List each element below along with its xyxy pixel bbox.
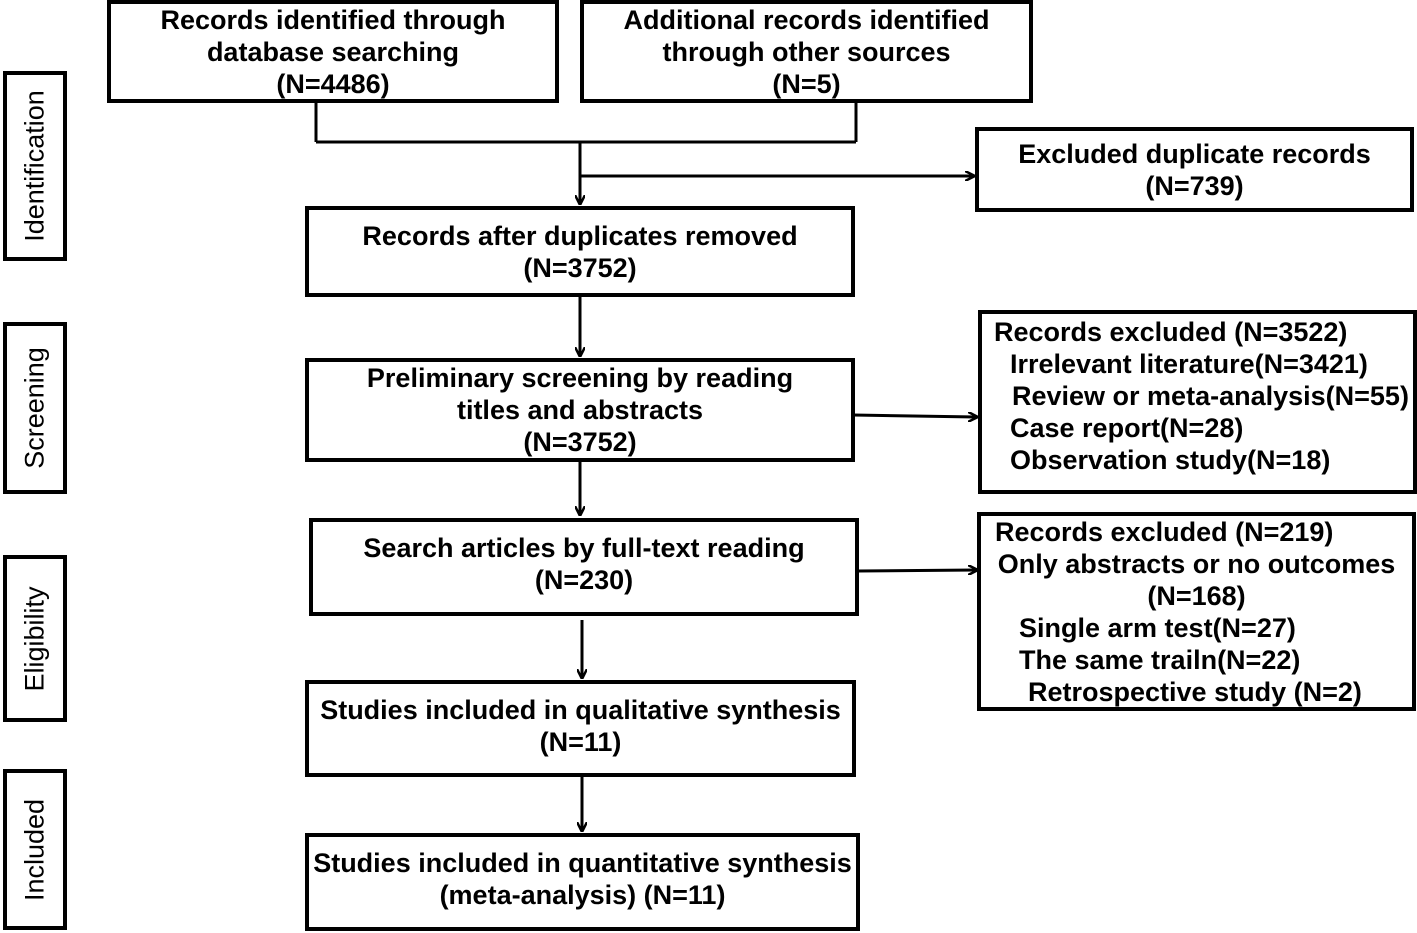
line: Records excluded (N=219) — [995, 517, 1334, 547]
line: Studies included in qualitative synthesi… — [320, 695, 841, 725]
line: Review or meta-analysis(N=55) — [1012, 381, 1409, 411]
line: Excluded duplicate records — [1018, 138, 1371, 169]
line: Search articles by full-text reading — [363, 533, 805, 563]
line: (N=11) — [539, 727, 622, 757]
line: database searching — [206, 37, 460, 67]
line: Observation study(N=18) — [1010, 445, 1331, 475]
stage-included: Included — [3, 769, 67, 930]
line: (N=739) — [1145, 170, 1244, 201]
line: Preliminary screening by reading — [366, 363, 794, 393]
box-eligibility-excluded: Records excluded (N=219) Only abstracts … — [977, 512, 1416, 711]
arrow-to-eligibility-excluded — [857, 570, 976, 571]
line: (N=168) — [1147, 581, 1246, 611]
box-qualitative-synthesis: Studies included in qualitative synthesi… — [305, 680, 856, 777]
line: (N=230) — [534, 565, 634, 595]
box-after-duplicates: Records after duplicates removed (N=3752… — [305, 206, 855, 297]
line: (N=3752) — [523, 253, 637, 283]
line: Records after duplicates removed — [362, 221, 798, 251]
box-other-sources: Additional records identified through ot… — [580, 0, 1033, 103]
line: (N=5) — [772, 69, 841, 99]
box-database-search: Records identified through database sear… — [107, 0, 559, 103]
line: titles and abstracts — [456, 395, 704, 425]
line: through other sources — [662, 37, 951, 67]
box-preliminary-screening: Preliminary screening by reading titles … — [305, 358, 855, 462]
line: Only abstracts or no outcomes — [997, 549, 1396, 579]
stage-screening: Screening — [3, 322, 67, 494]
line: Single arm test(N=27) — [1019, 613, 1296, 643]
box-screening-excluded: Records excluded (N=3522) Irrelevant lit… — [978, 310, 1417, 494]
line: (meta-analysis) (N=11) — [439, 880, 726, 910]
arrow-to-screening-excluded — [852, 415, 976, 417]
stage-eligibility: Eligibility — [3, 555, 67, 722]
line: Records identified through — [160, 5, 506, 35]
line: Retrospective study (N=2) — [1028, 677, 1362, 707]
line: The same trailn(N=22) — [1019, 645, 1301, 675]
line: Studies included in quantitative synthes… — [313, 848, 852, 878]
box-quantitative-synthesis: Studies included in quantitative synthes… — [305, 833, 860, 931]
line: Irrelevant literature(N=3421) — [1010, 349, 1368, 379]
box-duplicates-excluded: Excluded duplicate records (N=739) — [975, 127, 1414, 212]
line: Records excluded (N=3522) — [994, 317, 1348, 347]
line: Additional records identified — [623, 5, 990, 35]
line: Case report(N=28) — [1010, 413, 1244, 443]
stage-identification: Identification — [3, 71, 67, 261]
line: (N=3752) — [523, 427, 637, 457]
box-full-text: Search articles by full-text reading (N=… — [309, 518, 859, 616]
line: (N=4486) — [276, 69, 390, 99]
